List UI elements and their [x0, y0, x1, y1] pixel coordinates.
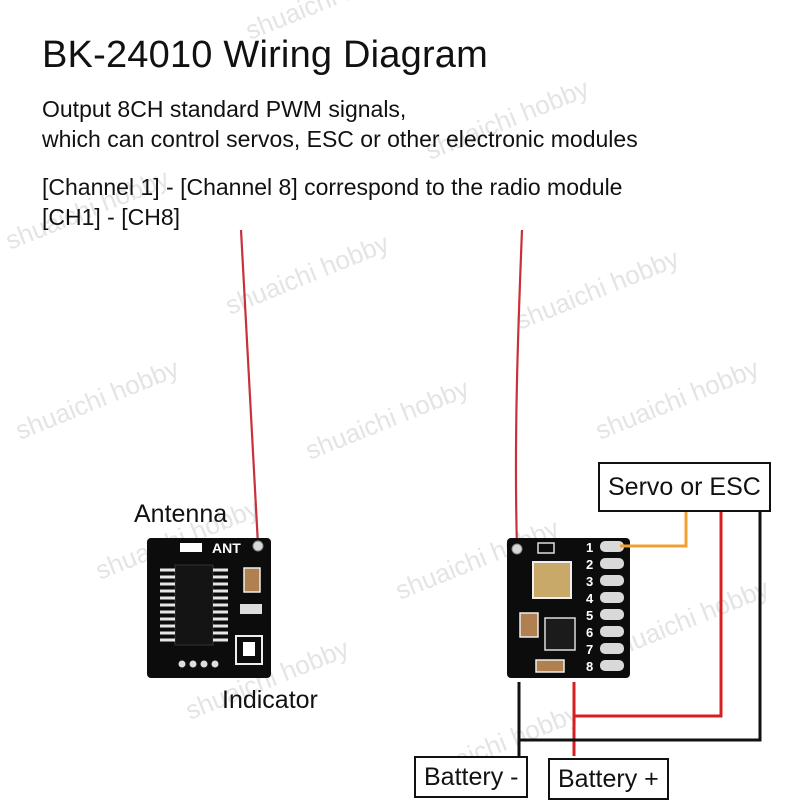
description-line-3: [Channel 1] - [Channel 8] correspond to … [42, 174, 623, 200]
led-outline [235, 635, 263, 665]
pin-label-1: 1 [586, 540, 593, 555]
pin-pad-5 [600, 609, 624, 620]
description-output: Output 8CH standard PWM signals, which c… [42, 94, 638, 154]
signal-wire [620, 510, 688, 548]
power-wire [572, 510, 723, 756]
wires [517, 510, 762, 756]
indicator-led [243, 642, 255, 656]
ground-wire [517, 510, 762, 756]
regulator [544, 617, 576, 651]
description-line-2: which can control servos, ESC or other e… [42, 126, 638, 152]
pin-pad-3 [600, 575, 624, 586]
pin-pad-7 [600, 643, 624, 654]
antenna-wire-left [239, 229, 260, 546]
indicator-label: Indicator [222, 686, 318, 714]
pin-label-3: 3 [586, 574, 593, 589]
watermark: shuaichi hobby [301, 373, 473, 466]
pin-pad-2 [600, 558, 624, 569]
antenna-pad [511, 543, 523, 555]
receiver-front-view: ANT [147, 229, 271, 678]
bottom-pads [178, 660, 219, 668]
crystal [532, 561, 572, 599]
pin-pad-1 [600, 541, 624, 552]
pin-pad-6 [600, 626, 624, 637]
watermark: shuaichi hobby [591, 353, 763, 446]
battery-positive-box: Battery + [548, 758, 669, 800]
pin-pad-8 [600, 660, 624, 671]
battery-negative-box: Battery - [414, 756, 529, 798]
watermark: shuaichi hobby [11, 353, 183, 446]
pin-label-5: 5 [586, 608, 593, 623]
pin-label-8: 8 [586, 659, 593, 674]
ant-marking: ANT [212, 540, 241, 556]
capacitor [535, 659, 565, 673]
watermark: shuaichi hobby [511, 243, 683, 336]
antenna-wire-right [514, 229, 524, 549]
capacitor [519, 612, 539, 638]
description-line-4: [CH1] - [CH8] [42, 204, 181, 230]
pin-label-4: 4 [586, 591, 594, 606]
antenna-label: Antenna [134, 500, 228, 528]
watermark: shuaichi hobby [221, 228, 393, 321]
description-line-1: Output 8CH standard PWM signals, [42, 96, 407, 122]
pin-pad-4 [600, 592, 624, 603]
page-title: BK-24010 Wiring Diagram [42, 34, 488, 76]
receiver-back-view: 1 2 3 4 5 6 7 8 [507, 229, 630, 678]
servo-or-esc-box: Servo or ESC [598, 462, 771, 512]
ant-marker [180, 543, 202, 552]
resistor [240, 604, 262, 614]
pin-label-2: 2 [586, 557, 593, 572]
capacitor [243, 567, 261, 593]
smd-pad [537, 542, 555, 554]
description-channels: [Channel 1] - [Channel 8] correspond to … [42, 172, 622, 232]
antenna-pad [252, 540, 264, 552]
channel-pins: 1 2 3 4 5 6 7 8 [586, 540, 624, 674]
ic-chip [160, 564, 228, 646]
pin-label-6: 6 [586, 625, 593, 640]
pin-label-7: 7 [586, 642, 593, 657]
